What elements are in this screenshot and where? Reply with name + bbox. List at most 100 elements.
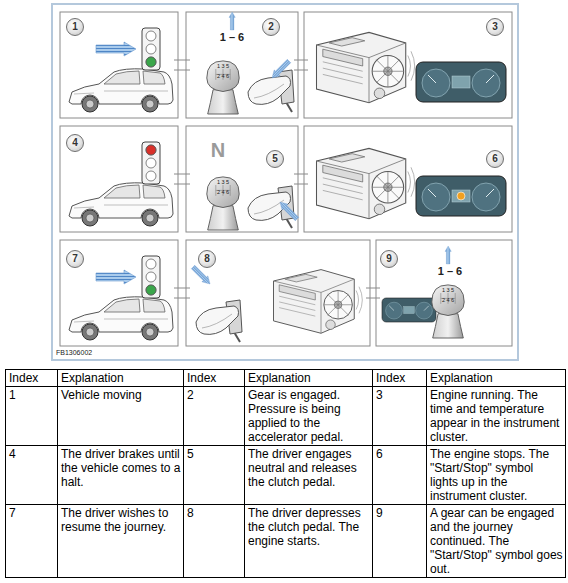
table-cell: Explanation [427, 370, 566, 387]
panel [186, 126, 298, 232]
table-text: 6 [376, 447, 383, 461]
table-cell: 7 [6, 505, 58, 578]
table-cell: Index [373, 370, 427, 387]
table-text: Gear is engaged. Pressure is being appli… [248, 388, 343, 444]
table-cell: Gear is engaged. Pressure is being appli… [245, 387, 373, 446]
table-cell: 3 [373, 387, 427, 446]
explanation-table: IndexExplanationIndexExplanationIndexExp… [5, 369, 566, 578]
table-text: 5 [187, 447, 194, 461]
table-cell: 9 [373, 505, 427, 578]
table-cell: Explanation [245, 370, 373, 387]
callout-number: 5 [272, 154, 278, 164]
instrument-cluster [416, 176, 506, 216]
table-header: Index [187, 371, 216, 385]
car-drawing [69, 69, 173, 112]
panel [60, 126, 178, 232]
callout-circle: 2 [262, 18, 280, 36]
table-row: IndexExplanationIndexExplanationIndexExp… [6, 370, 566, 387]
panel [186, 240, 370, 346]
table-cell: The engine stops. The "Start/Stop" symbo… [427, 446, 566, 505]
foot-on-pedal [196, 300, 242, 342]
callout-number: 3 [492, 22, 498, 32]
callout-number: 9 [386, 254, 392, 264]
gear-pattern: 1 3 5 [418, 288, 478, 294]
table-cell: The driver depresses the clutch pedal. T… [245, 505, 373, 578]
gear-pattern: 2 4 6 [193, 74, 253, 80]
engine-drawing [317, 148, 415, 218]
table-header: Index [376, 371, 405, 385]
green-light [146, 57, 156, 67]
callout-number: 1 [72, 22, 78, 32]
table-text: 8 [187, 506, 194, 520]
table-text: The driver depresses the clutch pedal. T… [248, 506, 361, 548]
red-light [146, 145, 156, 155]
callout-number: 8 [204, 254, 210, 264]
callout-circle: 5 [266, 150, 284, 168]
table-cell: 6 [373, 446, 427, 505]
foot-on-pedal [248, 70, 294, 112]
car-drawing [69, 183, 173, 226]
table-cell: Vehicle moving [58, 387, 184, 446]
table-cell: Engine running. The time and temperature… [427, 387, 566, 446]
table-cell: Index [6, 370, 58, 387]
table-row: 4 The driver brakes until the vehicle com… [6, 446, 566, 505]
gear-pattern: 1 3 5 [193, 180, 253, 186]
range-label: 1 – 6 [420, 266, 480, 277]
table-text: Vehicle moving [61, 388, 142, 402]
range-label: 1 – 6 [202, 32, 262, 43]
callout-circle: 9 [380, 250, 398, 268]
table-text: Engine running. The time and temperature… [430, 388, 559, 444]
table-cell: A gear can be engaged and the journey co… [427, 505, 566, 578]
panel [60, 12, 178, 118]
table-text: The driver brakes until the vehicle come… [61, 447, 180, 489]
panel [376, 240, 512, 346]
table-row: 1 Vehicle moving 2 Gear is engaged. Pressur… [6, 387, 566, 446]
traffic-light [142, 142, 160, 184]
table-text: 7 [9, 506, 16, 520]
table-text: 1 [9, 388, 16, 402]
traffic-light [142, 28, 160, 70]
table-text: 4 [9, 447, 16, 461]
table-cell: The driver wishes to resume the journey. [58, 505, 184, 578]
instrument-cluster [416, 62, 506, 102]
shift-arrow [445, 246, 451, 264]
green-light [146, 285, 156, 295]
car-drawing [69, 297, 173, 340]
table-cell: Explanation [58, 370, 184, 387]
table-header: Explanation [61, 371, 124, 385]
shift-arrow [229, 12, 235, 30]
table-text: 2 [187, 388, 194, 402]
table-cell: 4 [6, 446, 58, 505]
panel [186, 12, 298, 118]
callout-number: 4 [72, 138, 78, 148]
callout-circle: 7 [66, 250, 84, 268]
table-cell: The driver brakes until the vehicle come… [58, 446, 184, 505]
callout-number: 6 [492, 154, 498, 164]
panel [304, 126, 512, 232]
callout-number: 7 [72, 254, 78, 264]
engine-drawing [274, 270, 363, 334]
gear-pattern: 2 4 6 [193, 190, 253, 196]
table-cell: Index [184, 370, 245, 387]
motion-arrow [96, 270, 136, 284]
table-header: Explanation [430, 371, 493, 385]
callout-number: 2 [268, 22, 274, 32]
callout-circle: 4 [66, 134, 84, 152]
table-text: The driver engages neutral and releases … [248, 447, 357, 489]
table-cell: 1 [6, 387, 58, 446]
table-text: 3 [376, 388, 383, 402]
callout-circle: 8 [198, 250, 216, 268]
table-row: 7 The driver wishes to resume the journey… [6, 505, 566, 578]
table-header: Index [9, 371, 38, 385]
table-cell: The driver engages neutral and releases … [245, 446, 373, 505]
start-stop-symbol [457, 192, 465, 200]
table-text: The engine stops. The "Start/Stop" symbo… [430, 447, 549, 503]
callout-circle: 3 [486, 18, 504, 36]
panel [304, 12, 512, 118]
table-text: A gear can be engaged and the journey co… [430, 506, 563, 576]
callout-circle: 1 [66, 18, 84, 36]
traffic-light [142, 256, 160, 298]
figure-code: FB1306002 [56, 349, 92, 356]
gear-pattern: 1 3 5 [193, 64, 253, 70]
